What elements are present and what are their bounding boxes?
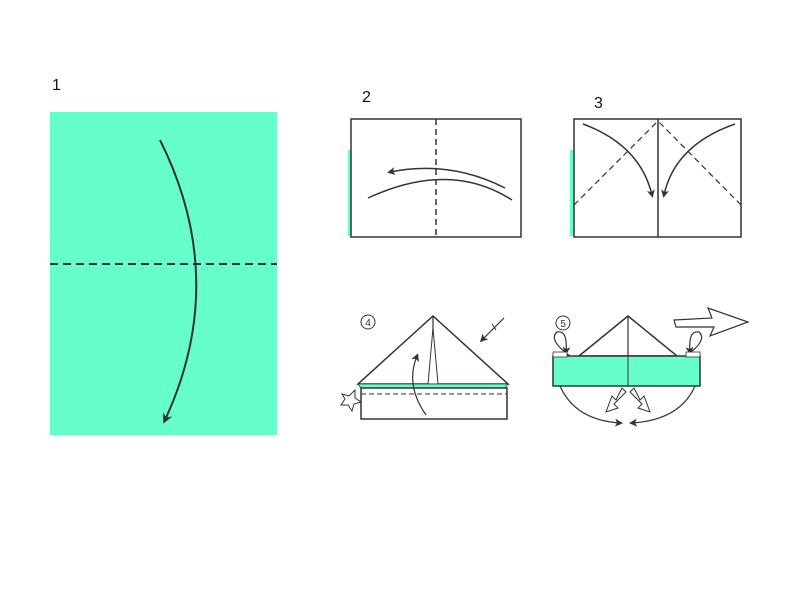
step-4-circle: [360, 314, 376, 330]
step-5-circled-number: 5: [560, 319, 566, 330]
step-5-circle: [555, 315, 571, 331]
step-2-figure: [348, 118, 522, 238]
step-5-down-left-outline-arrow: [605, 387, 627, 413]
step-1-fold-arrow: [159, 139, 198, 424]
step-4-bottom-band: [360, 387, 508, 420]
step-4-figure: 4: [340, 314, 510, 420]
step-1-paper-sheet: [50, 112, 277, 435]
step-3-number: 3: [594, 95, 603, 112]
step-4-pointer-arrow: [479, 317, 505, 343]
step-2-paper-edge: [348, 150, 352, 236]
step-5-left-corner: [552, 351, 568, 358]
step-5-left-sweep-arrow: [559, 385, 623, 427]
step-3-right-arrow: [661, 123, 736, 198]
step-4-turn-over-star: [340, 388, 363, 413]
step-2-fold-arrow-upper: [387, 167, 506, 189]
step-2-number: 2: [362, 89, 371, 106]
step-4-fold-up-arrow: [411, 353, 427, 416]
step-1-figure: [50, 112, 277, 435]
step-5-left-loop-arrow: [553, 331, 571, 357]
step-3-left-arrow: [582, 123, 655, 198]
step-3-paper-edge: [570, 150, 574, 236]
step-2-fold-arrow: [367, 178, 513, 201]
step-3-figure: [570, 118, 742, 238]
step-4-circled-number: 4: [365, 318, 371, 329]
step-1-number: 1: [52, 77, 61, 94]
step-5-down-right-outline-arrow: [629, 387, 651, 413]
step-5-right-corner: [685, 351, 701, 358]
step-4-pointer-tick: [491, 323, 497, 331]
step-5-figure: 5: [552, 306, 750, 427]
step-5-right-sweep-arrow: [629, 385, 696, 427]
step-2-paper-rectangle: [350, 118, 522, 238]
step-5-next-step-arrow: [673, 306, 750, 338]
step-5-teal-band: [552, 355, 701, 387]
step-5-right-loop-arrow: [685, 331, 703, 357]
